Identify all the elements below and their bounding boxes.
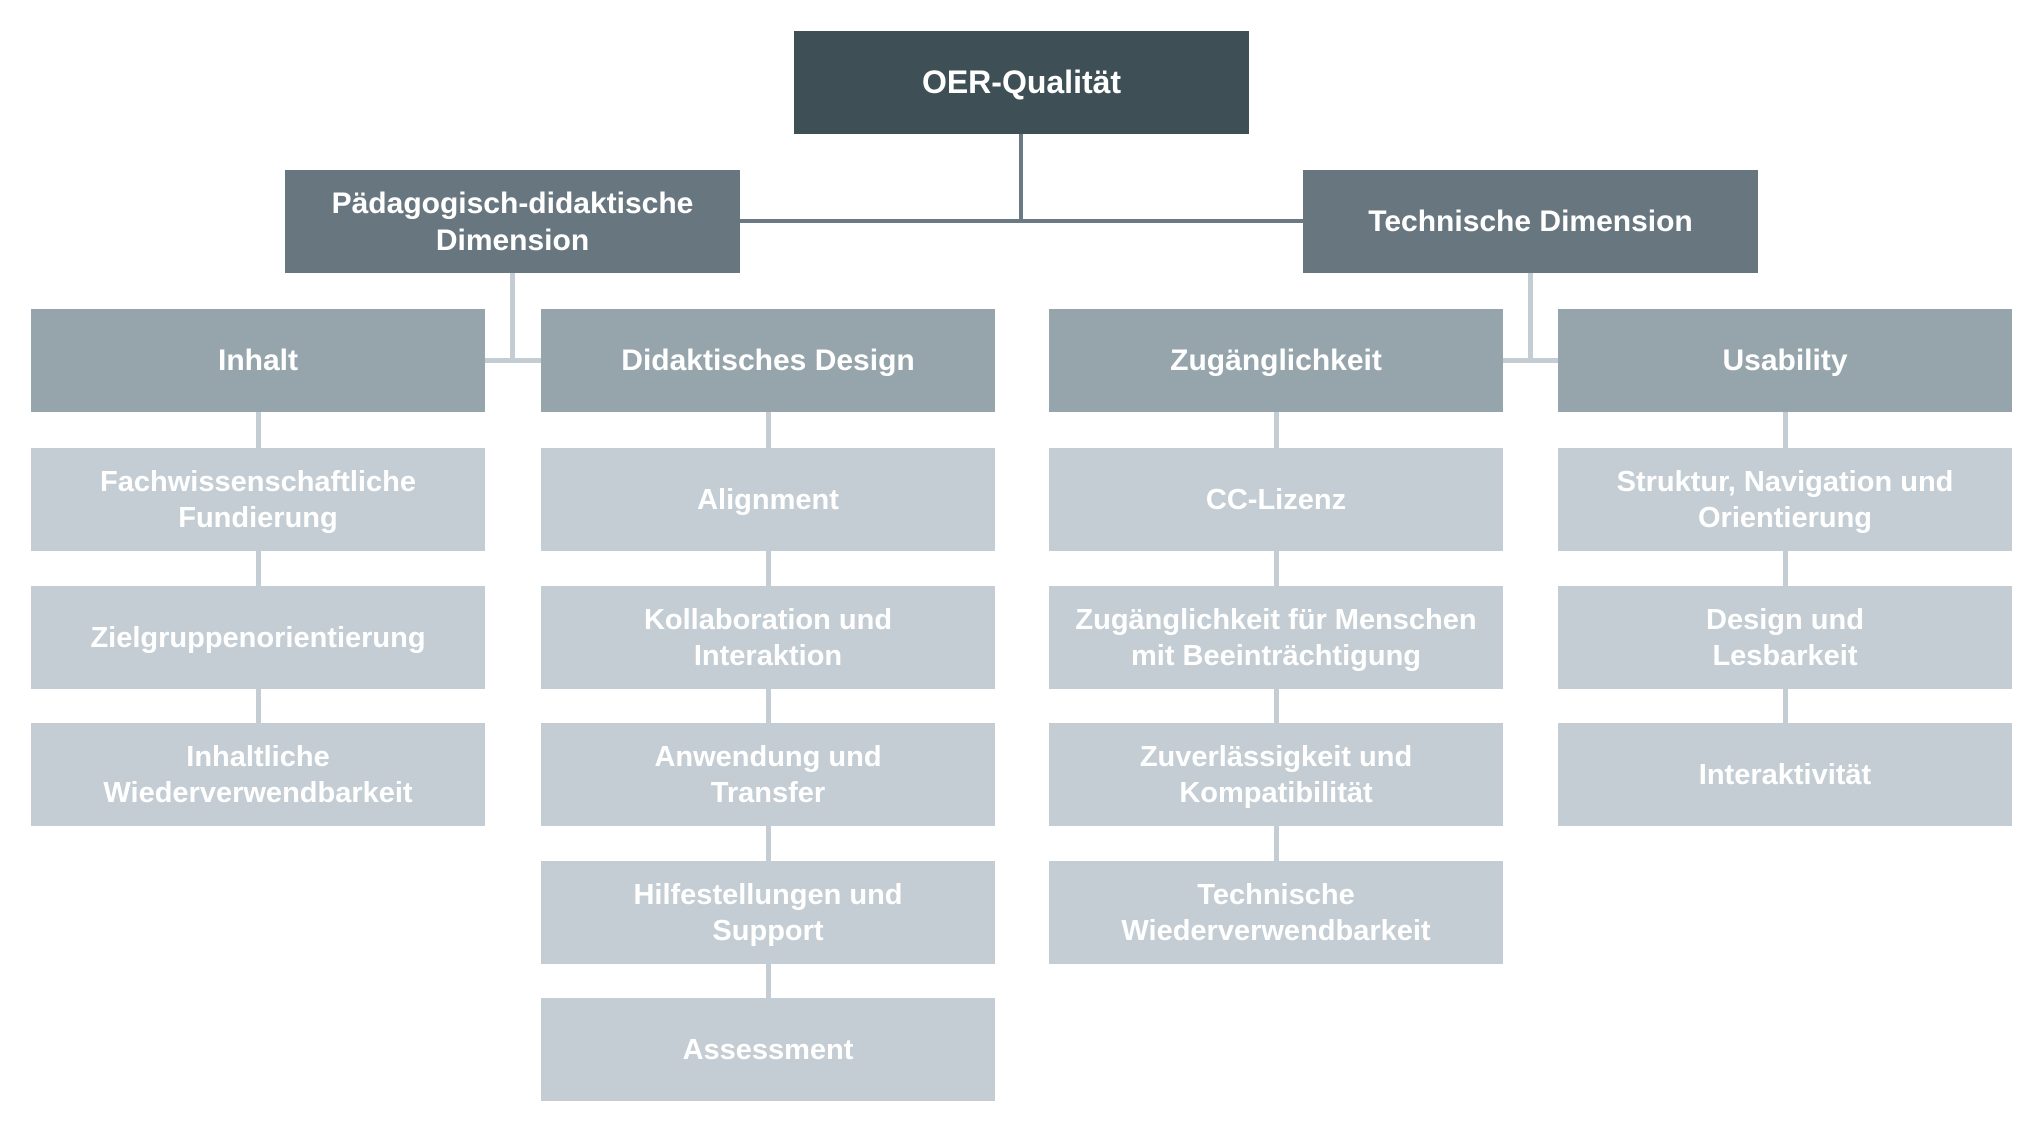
connector-usability-stub-3	[1783, 689, 1788, 723]
connector-inhalt-stub-3	[256, 689, 261, 723]
node-item-zugaenglichkeit-menschen-beeintraechtigung: Zugänglichkeit für Menschen mit Beeinträ…	[1049, 586, 1503, 689]
node-item-cc-lizenz: CC-Lizenz	[1049, 448, 1503, 551]
connector-didaktik-stub-3	[766, 689, 771, 723]
node-dimension-paedagogisch-didaktisch: Pädagogisch-didaktische Dimension	[285, 170, 740, 273]
connector-zugaenglichkeit-stub-2	[1274, 551, 1279, 586]
connector-didaktik-stub-2	[766, 551, 771, 586]
connector-usability-stub-1	[1783, 412, 1788, 448]
connector-root-vertical	[1019, 134, 1023, 222]
node-category-didaktisches-design: Didaktisches Design	[541, 309, 995, 412]
node-category-zugaenglichkeit: Zugänglichkeit	[1049, 309, 1503, 412]
node-item-assessment: Assessment	[541, 998, 995, 1101]
node-item-design-lesbarkeit: Design und Lesbarkeit	[1558, 586, 2012, 689]
node-category-inhalt: Inhalt	[31, 309, 485, 412]
connector-didaktik-stub-4	[766, 826, 771, 861]
node-item-zielgruppenorientierung: Zielgruppenorientierung	[31, 586, 485, 689]
node-item-fachwissenschaftliche-fundierung: Fachwissenschaftliche Fundierung	[31, 448, 485, 551]
node-item-anwendung-transfer: Anwendung und Transfer	[541, 723, 995, 826]
connector-paedagogisch-horizontal	[485, 358, 541, 363]
node-item-inhaltliche-wiederverwendbarkeit: Inhaltliche Wiederverwendbarkeit	[31, 723, 485, 826]
connector-technisch-horizontal	[1503, 358, 1558, 363]
connector-zugaenglichkeit-stub-4	[1274, 826, 1279, 861]
connector-usability-stub-2	[1783, 551, 1788, 586]
connector-didaktik-stub-5	[766, 964, 771, 998]
connector-didaktik-stub-1	[766, 412, 771, 448]
connector-zugaenglichkeit-stub-1	[1274, 412, 1279, 448]
node-item-hilfestellungen-support: Hilfestellungen und Support	[541, 861, 995, 964]
node-category-usability: Usability	[1558, 309, 2012, 412]
connector-root-horizontal	[740, 219, 1303, 223]
node-root-oer-qualitaet: OER-Qualität	[794, 31, 1249, 134]
node-dimension-technisch: Technische Dimension	[1303, 170, 1758, 273]
connector-inhalt-stub-1	[256, 412, 261, 448]
node-item-alignment: Alignment	[541, 448, 995, 551]
node-item-zuverlaessigkeit-kompatibilitaet: Zuverlässigkeit und Kompatibilität	[1049, 723, 1503, 826]
connector-technisch-vertical	[1528, 273, 1533, 361]
node-item-struktur-navigation-orientierung: Struktur, Navigation und Orientierung	[1558, 448, 2012, 551]
connector-zugaenglichkeit-stub-3	[1274, 689, 1279, 723]
node-item-kollaboration-interaktion: Kollaboration und Interaktion	[541, 586, 995, 689]
node-item-interaktivitaet: Interaktivität	[1558, 723, 2012, 826]
node-item-technische-wiederverwendbarkeit: Technische Wiederverwendbarkeit	[1049, 861, 1503, 964]
connector-paedagogisch-vertical	[510, 273, 515, 361]
connector-inhalt-stub-2	[256, 551, 261, 586]
